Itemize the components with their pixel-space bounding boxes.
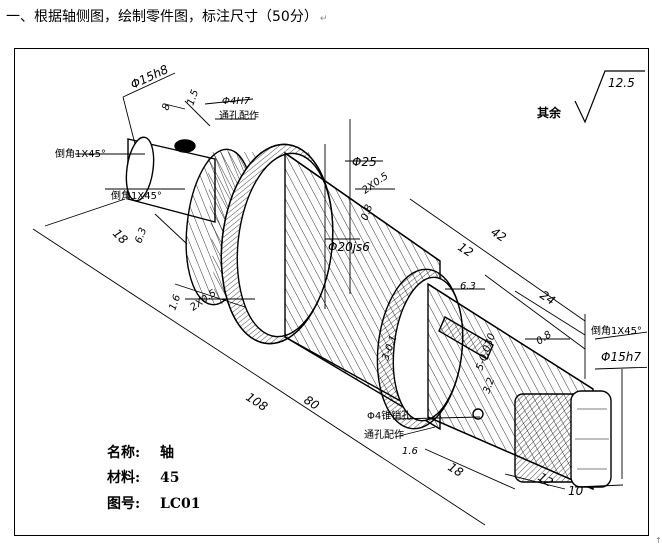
dim-len108: 108 [243, 390, 270, 414]
dim-len42: 42 [488, 225, 508, 245]
dim-len80: 80 [301, 393, 322, 413]
dim-val32: 3.2 [481, 376, 497, 395]
dim-len8: 8 [160, 102, 173, 112]
name-label: 名称: [107, 444, 140, 461]
note-through-hole: 通孔配作 [219, 110, 259, 122]
dim-len12b: 12 [535, 470, 555, 490]
dim-d4h7: Φ4H7 [222, 96, 251, 107]
dim-len18b: 18 [445, 460, 466, 480]
roughness-value: 12.5 [608, 76, 635, 90]
dim-len12: 12 [455, 240, 475, 260]
note-pin-hole: Φ4锥销孔 [367, 409, 411, 422]
name-value: 轴 [160, 444, 174, 461]
dim-val08b: 0.8 [534, 329, 553, 347]
dim-len10: 10 [568, 484, 584, 498]
dim-val15: 1.5 [185, 88, 201, 107]
note-chamfer-left: 倒角1X45° [55, 148, 106, 160]
material-label: 材料: [107, 469, 140, 486]
dim-len18a: 18 [110, 226, 131, 247]
dim-val16b: 1.6 [402, 446, 418, 457]
title-text: 一、根据轴侧图，绘制零件图，标注尺寸（50分） [6, 9, 318, 25]
dim-val63b: 6.3 [460, 281, 476, 292]
dim-groove1: 2X0.5 [360, 171, 390, 197]
shaft-body [125, 136, 612, 491]
dim-d15h7: Φ15h7 [601, 350, 641, 364]
roughness-label: 其余 [537, 105, 562, 120]
drawing-frame: Φ15h8 8 1.5 Φ4H7 通孔配作 倒角1X45° 倒角1X45° 18… [14, 48, 649, 536]
edge-mark: ↑ [655, 536, 662, 545]
note-through-hole2: 通孔配作 [364, 429, 404, 441]
drawing-no-label: 图号: [107, 496, 140, 512]
shaft-drawing: Φ15h8 8 1.5 Φ4H7 通孔配作 倒角1X45° 倒角1X45° 18… [32, 62, 647, 526]
note-chamfer-left2: 倒角1X45° [111, 190, 162, 202]
part-info: 名称: 轴 材料: 45 图号: LC01 [107, 444, 200, 512]
dim-d20js6: Φ20js6 [328, 240, 370, 254]
return-mark: ↵ [319, 14, 328, 24]
dim-d25: Φ25 [352, 155, 377, 169]
dim-val08a: 0.8 [359, 203, 375, 222]
dim-val63a: 6.3 [133, 226, 149, 245]
material-value: 45 [160, 470, 179, 486]
dim-len24: 24 [537, 288, 557, 308]
dim-val16a: 1.6 [167, 293, 183, 312]
note-chamfer-right: 倒角1X45° [591, 325, 642, 337]
drawing-no-value: LC01 [160, 496, 200, 512]
dimension-lines [32, 72, 647, 526]
page-title: 一、根据轴侧图，绘制零件图，标注尺寸（50分）↵ [6, 6, 327, 26]
dim-d15h8: Φ15h8 [128, 62, 170, 92]
roughness-symbol: 12.5 其余 [537, 70, 645, 124]
